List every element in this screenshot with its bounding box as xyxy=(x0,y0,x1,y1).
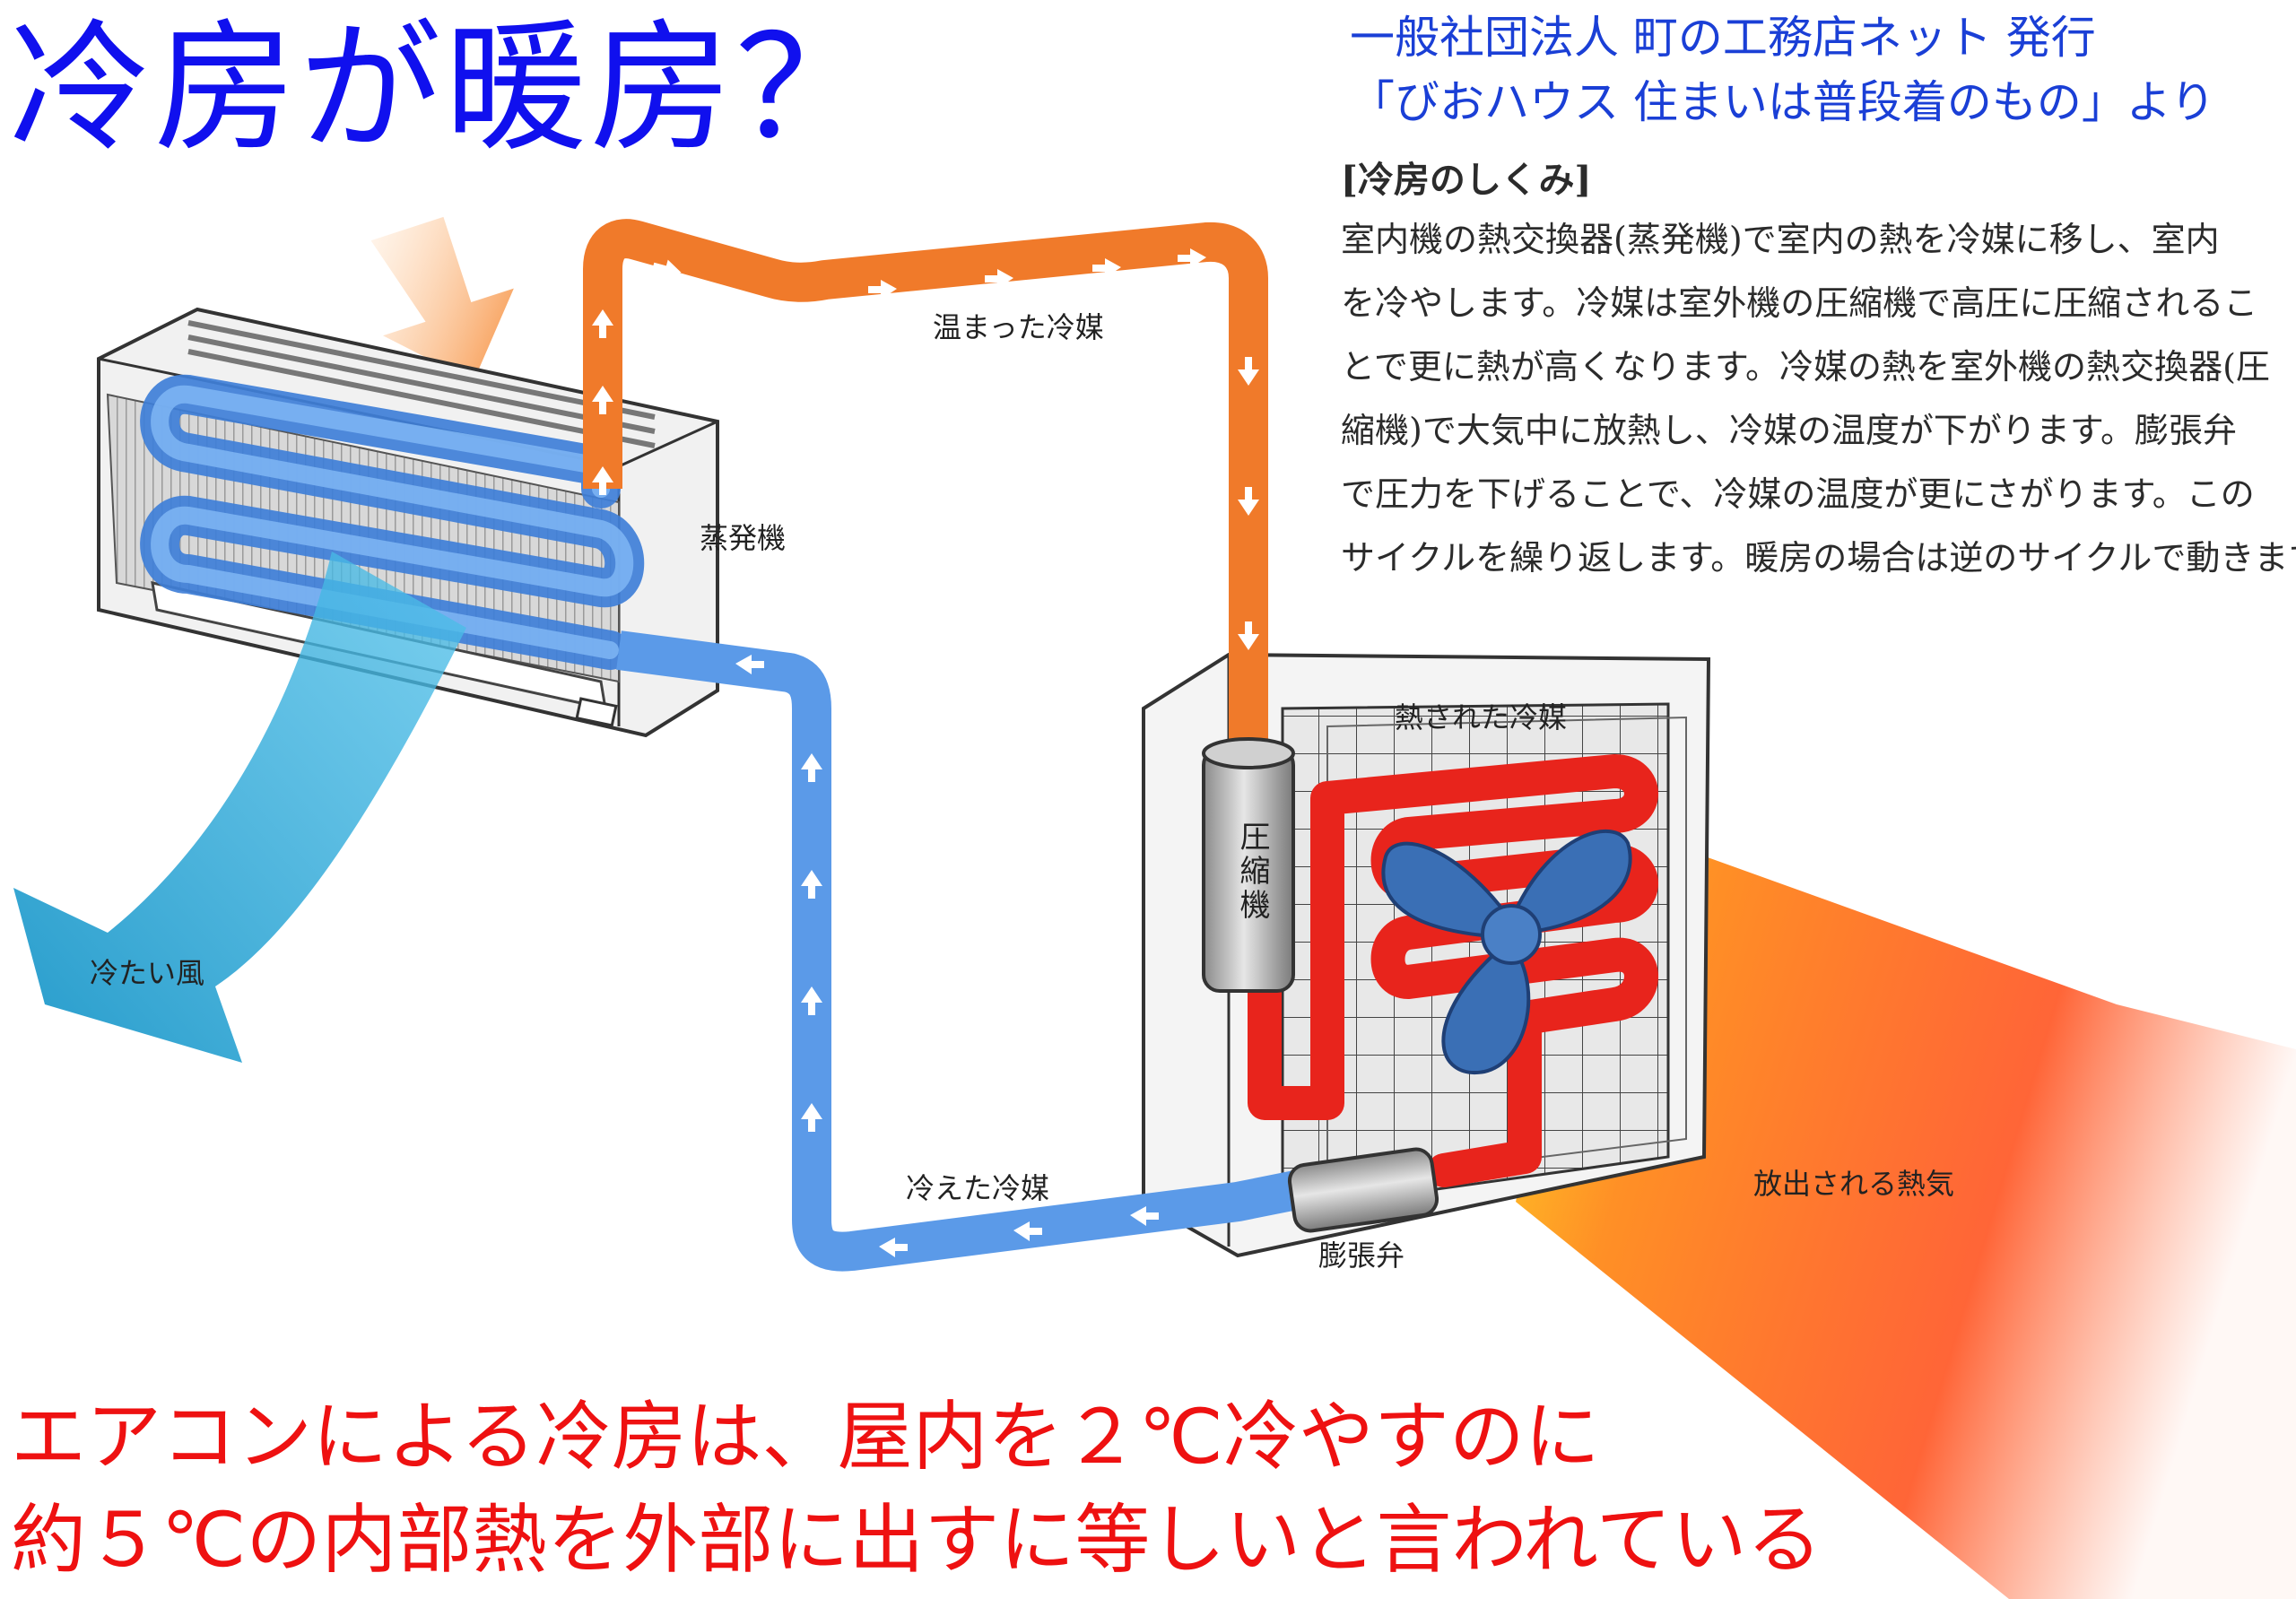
explanation-line: を冷やします。冷媒は室外機の圧縮機で高圧に圧縮されるこ xyxy=(1341,283,2258,323)
cold-refrigerant-pipe xyxy=(616,630,1332,1272)
warm-refrigerant-pipe xyxy=(583,219,1268,753)
condenser-coil xyxy=(1248,754,1658,1187)
page-title: 冷房が暖房？ xyxy=(9,6,881,171)
label-compressor: 圧縮機 xyxy=(1234,821,1270,923)
explanation-line: 室内機の熱交換器(蒸発機)で室内の熱を冷媒に移し、室内 xyxy=(1341,220,2220,259)
cold-air-stream xyxy=(13,552,466,1063)
explanation-line: サイクルを繰り返します。暖房の場合は逆のサイクルで動きます。 xyxy=(1341,538,2296,578)
label-heated-refrigerant: 熱された冷媒 xyxy=(1395,700,1568,734)
explanation-line: で圧力を下げることで、冷媒の温度が更にさがります。この xyxy=(1341,474,2255,514)
credit-line-1: 一般社団法人 町の工務店ネット 発行 xyxy=(1350,12,2096,64)
expansion-valve xyxy=(1287,1147,1439,1233)
explanation-line: とで更に熱が高くなります。冷媒の熱を室外機の熱交換器(圧 xyxy=(1341,347,2270,387)
label-warm-refrigerant: 温まった冷媒 xyxy=(933,310,1104,344)
label-released-heat: 放出される熱気 xyxy=(1753,1167,1955,1201)
footer-line-1: エアコンによる冷房は、屋内を２℃冷やすのに xyxy=(11,1393,1600,1481)
label-evaporator: 蒸発機 xyxy=(700,521,787,555)
label-cooled-refrigerant: 冷えた冷媒 xyxy=(906,1171,1050,1205)
explanation-line: 縮機)で大気中に放熱し、冷媒の温度が下がります。膨張弁 xyxy=(1341,411,2238,450)
explanation-text: 室内機の熱交換器(蒸発機)で室内の熱を冷媒に移し、室内 を冷やします。冷媒は室外… xyxy=(1341,208,2296,590)
flow-arrows xyxy=(592,248,1259,1257)
publisher-credit: 一般社団法人 町の工務店ネット 発行 「びおハウス 住まいは普段着のもの」より xyxy=(1350,5,2215,135)
footer-line-2: 約５℃の内部熱を外部に出すに等しいと言われている xyxy=(11,1496,1822,1584)
fan xyxy=(1381,829,1632,1075)
compressor xyxy=(1202,737,1295,993)
label-expansion-valve: 膨張弁 xyxy=(1318,1238,1405,1273)
hot-air-plume xyxy=(1516,821,2296,1599)
label-cold-wind: 冷たい風 xyxy=(90,956,205,990)
credit-line-2: 「びおハウス 住まいは普段着のもの」より xyxy=(1350,76,2215,128)
air-intake-arrow xyxy=(370,216,514,382)
section-heading: [冷房のしくみ] xyxy=(1341,159,1592,201)
